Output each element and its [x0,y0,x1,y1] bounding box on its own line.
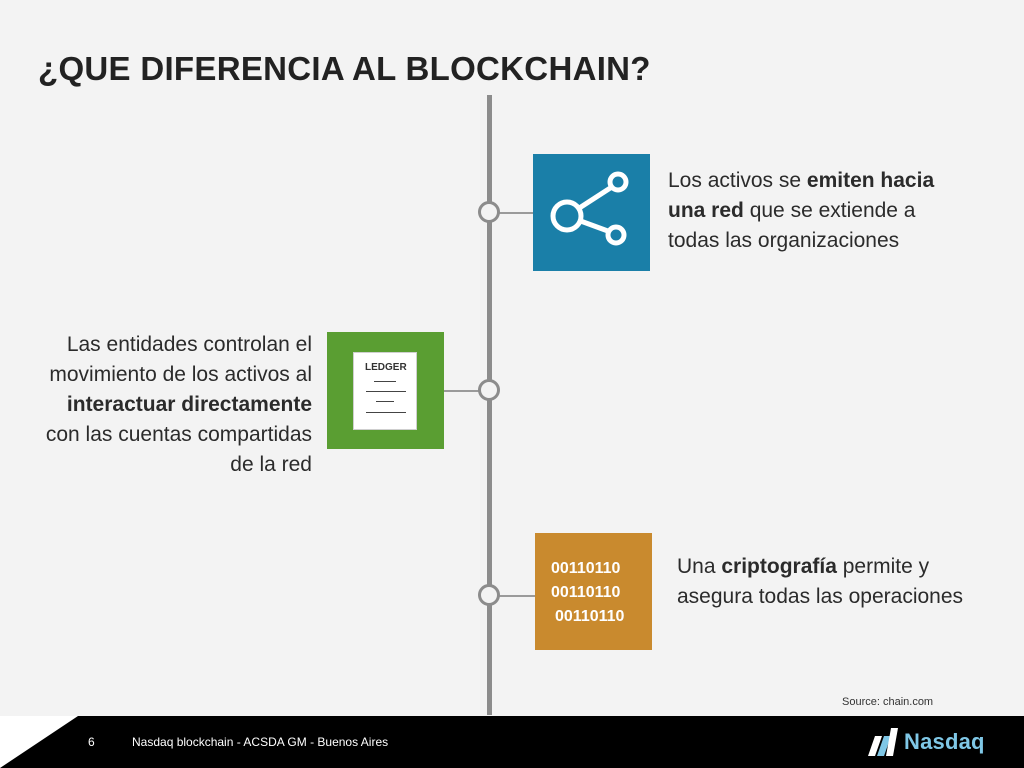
nasdaq-logo: Nasdaq [866,726,985,758]
ledger-label: LEDGER [365,362,407,373]
timeline-node-1 [478,201,500,223]
nasdaq-mark-icon [868,728,898,756]
timeline-node-3 [478,584,500,606]
binary-code-icon: 00110110 00110110 00110110 [535,557,652,629]
page-number: 6 [88,735,95,749]
connector-3 [498,595,536,597]
binary-code-box: 00110110 00110110 00110110 [535,533,652,650]
footer-accent [0,716,78,768]
timeline-line [487,95,492,715]
share-network-box [533,154,650,271]
source-note: Source: chain.com [842,696,934,708]
item-text-2: Las entidades controlan el movimiento de… [45,333,312,476]
binary-line-1: 00110110 [551,560,621,577]
binary-line-3: 00110110 [555,608,625,625]
item-text-3: Una criptografía permite y asegura todas… [677,555,964,608]
binary-line-2: 00110110 [551,584,621,601]
footer-text: Nasdaq blockchain - ACSDA GM - Buenos Ai… [132,735,389,749]
item-text-1: Los activos se emiten hacia una red que … [668,169,935,252]
connector-1 [498,212,534,214]
ledger-box: LEDGER [327,332,444,449]
connector-2 [444,390,480,392]
slide-title: ¿QUE DIFERENCIA AL BLOCKCHAIN? [38,50,651,87]
share-network-icon [550,171,629,246]
nasdaq-logo-text: Nasdaq [904,729,985,754]
timeline-node-2 [478,379,500,401]
footer-bar [0,716,1024,768]
ledger-document-icon: LEDGER [353,352,417,430]
